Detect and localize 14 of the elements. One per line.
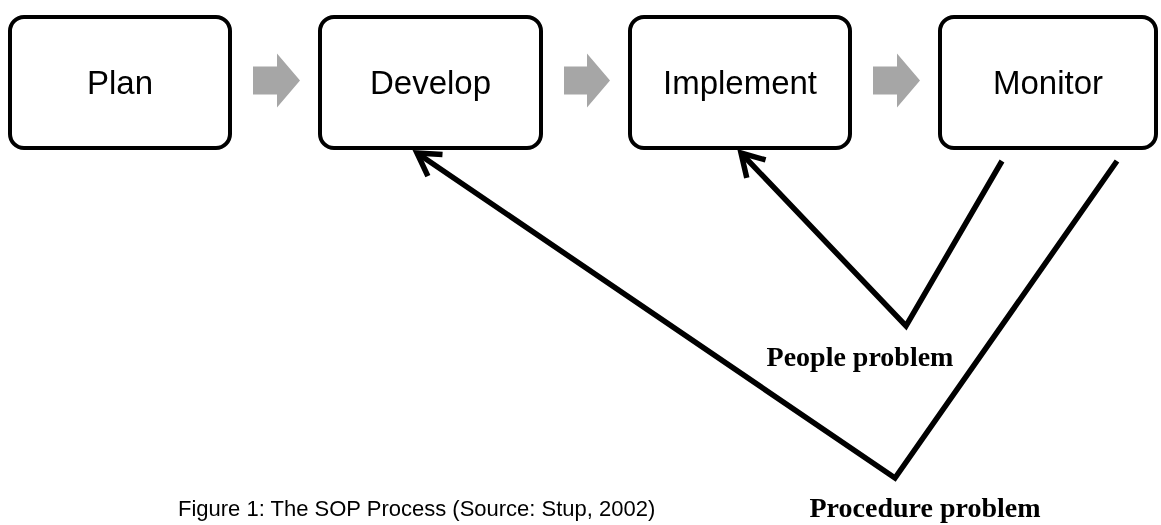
box-label: Plan	[86, 63, 154, 102]
arrow	[414, 150, 1120, 482]
arrow	[738, 150, 1005, 331]
figure-caption: Figure 1: The SOP Process (Source: Stup, 2002)	[178, 496, 656, 522]
process-box	[318, 15, 543, 150]
box-label: Develop	[369, 63, 492, 102]
process-box	[628, 15, 852, 150]
block-arrow	[564, 53, 610, 108]
box-label: Monitor	[992, 63, 1103, 102]
block-arrow	[253, 53, 300, 108]
process-box	[8, 15, 232, 150]
box-label: Implement	[662, 63, 818, 102]
process-box	[938, 15, 1158, 150]
block-arrow	[873, 53, 920, 108]
